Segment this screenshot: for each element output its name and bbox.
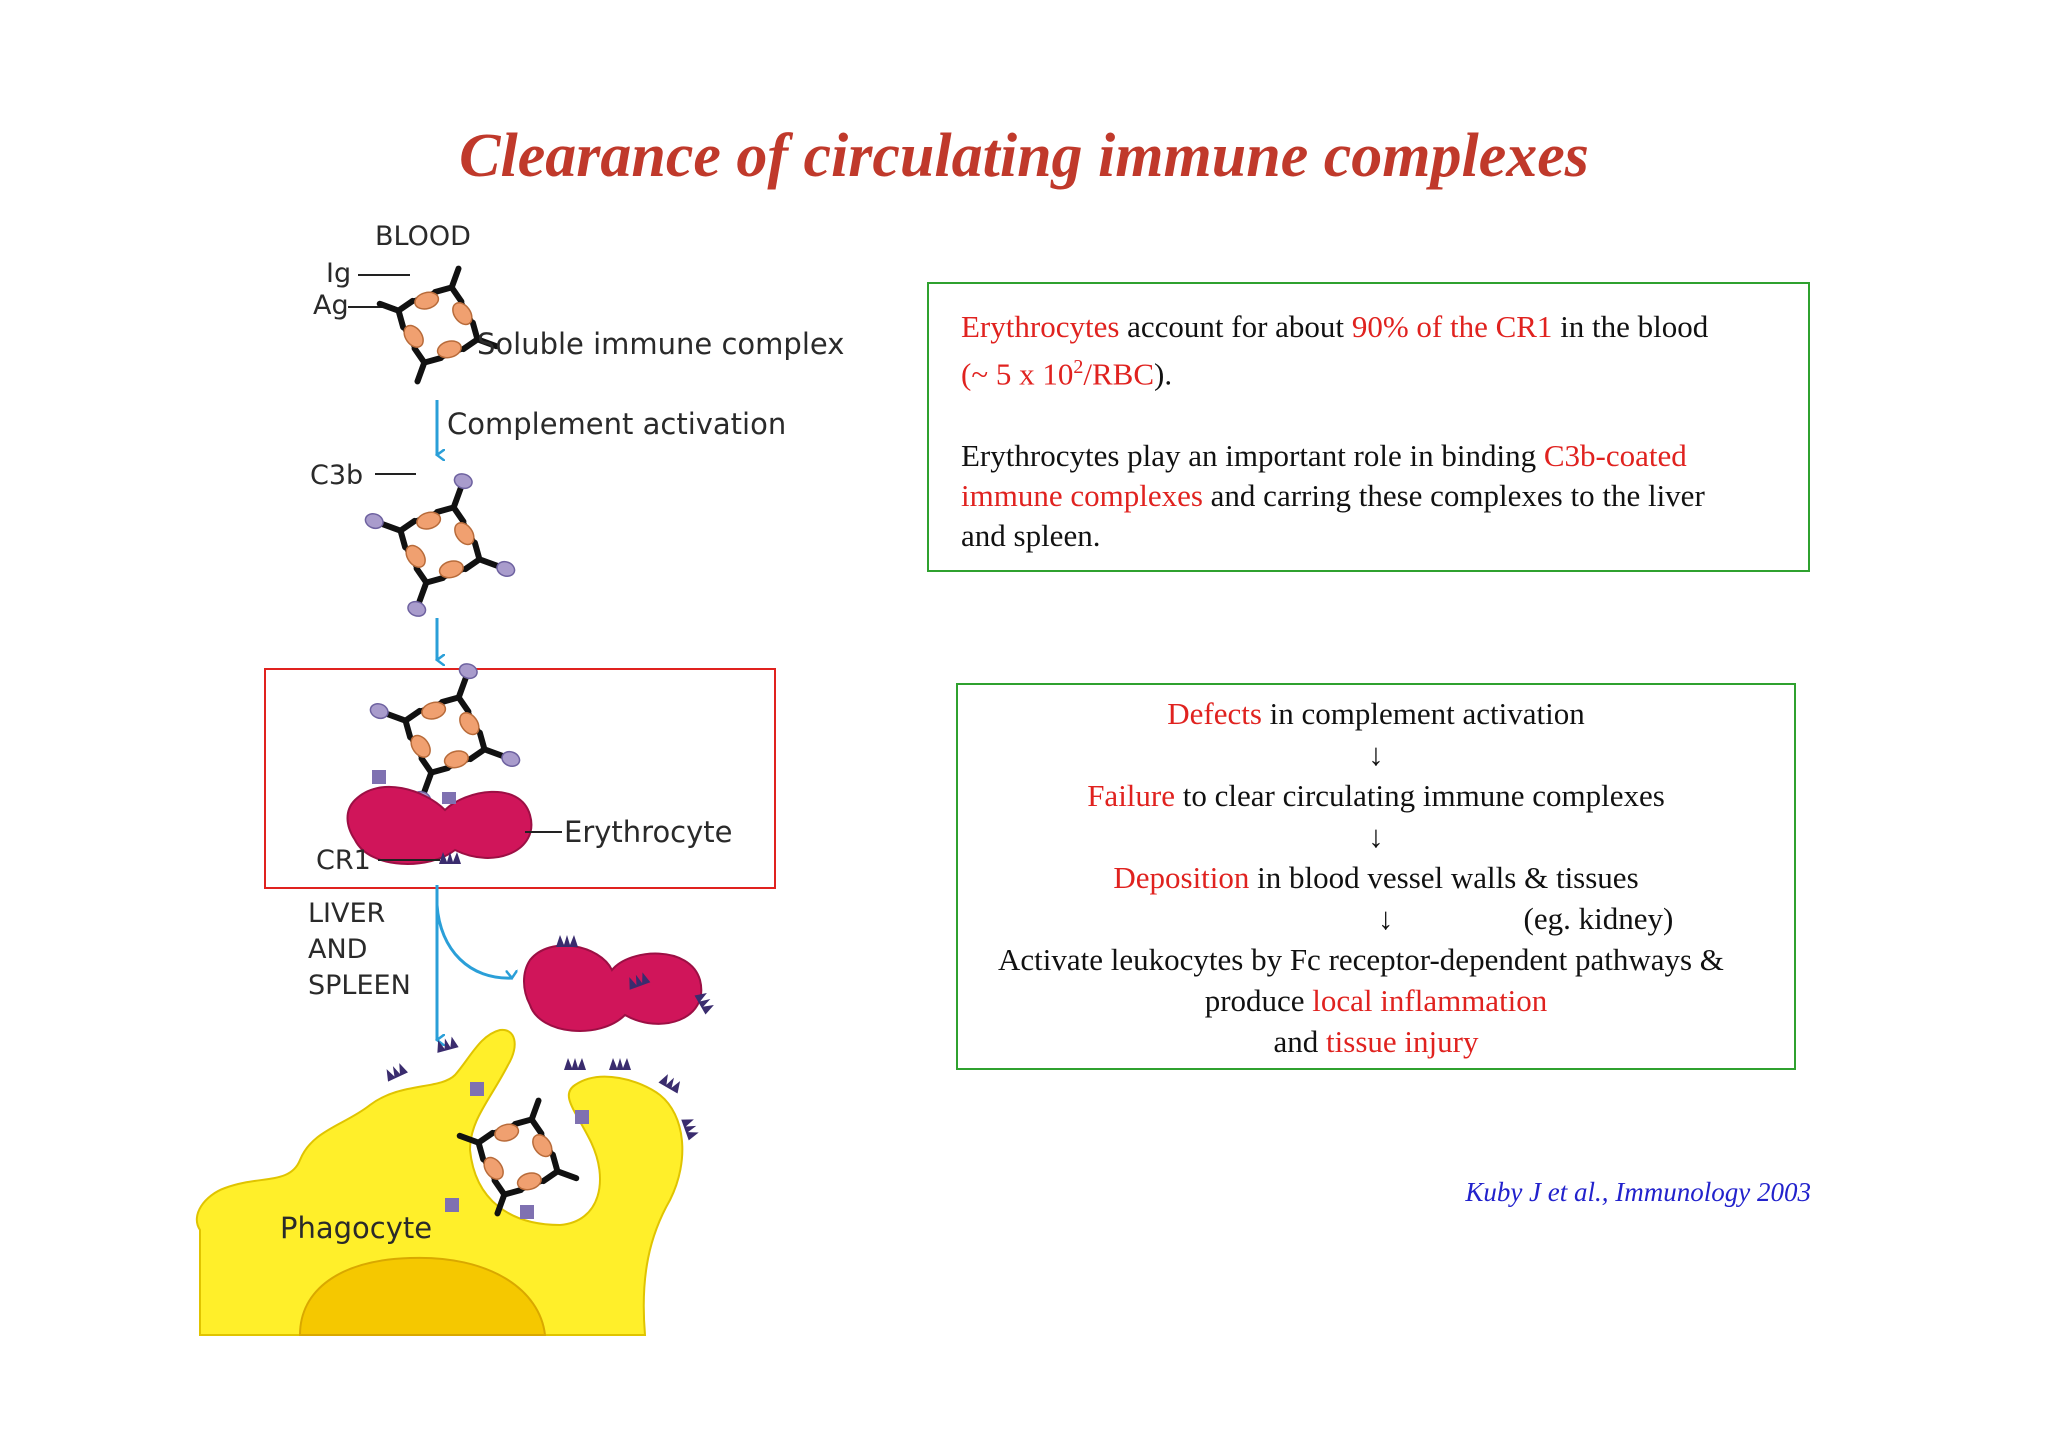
flow-step-injury: and tissue injury bbox=[1273, 1024, 1479, 1059]
flow-step-inflammation: produce local inflammation bbox=[1204, 983, 1548, 1018]
clearance-diagram: BLOOD Ig Ag Soluble immune complex Compl… bbox=[195, 221, 844, 1336]
erythrocyte-role-paragraph: Erythrocytes play an important role in b… bbox=[961, 438, 1705, 554]
and-label: AND bbox=[308, 934, 367, 965]
erythrocyte-binding-highlight bbox=[264, 668, 776, 889]
citation: Kuby J et al., Immunology 2003 bbox=[1465, 1177, 1811, 1207]
phagocyte-icon bbox=[195, 1028, 684, 1336]
flow-step-defects: Defects in complement activation bbox=[1167, 696, 1585, 731]
flow-arrow-3: ↓(eg. kidney) bbox=[1378, 901, 1674, 936]
complement-activation-label: Complement activation bbox=[447, 407, 786, 441]
nucleus-icon bbox=[298, 1256, 547, 1336]
c3b-label: C3b bbox=[310, 460, 363, 491]
liver-label: LIVER bbox=[308, 898, 385, 929]
erythrocyte-icon bbox=[346, 785, 533, 865]
soluble-immune-complex-icon bbox=[359, 247, 517, 402]
flow-step-deposition: Deposition in blood vessel walls & tissu… bbox=[1113, 860, 1639, 895]
cr1-label: CR1 bbox=[316, 845, 371, 876]
phagocyte-label: Phagocyte bbox=[280, 1211, 432, 1245]
erythrocyte-role-box: Erythrocytes account for about 90% of th… bbox=[927, 282, 1810, 572]
ig-label: Ig bbox=[326, 258, 351, 289]
cr1-percentage: 90% of the CR1 bbox=[1351, 309, 1553, 344]
blood-label: BLOOD bbox=[375, 221, 471, 252]
c3b-coated-complex-icon bbox=[340, 448, 540, 643]
spleen-label: SPLEEN bbox=[308, 970, 411, 1001]
released-erythrocyte-icon bbox=[523, 944, 703, 1032]
soluble-complex-label: Soluble immune complex bbox=[477, 327, 844, 361]
erythrocytes-term: Erythrocytes bbox=[961, 309, 1120, 344]
flow-arrow-1: ↓ bbox=[1368, 737, 1384, 772]
cr1-fact-paragraph: Erythrocytes account for about 90% of th… bbox=[961, 309, 1709, 392]
ag-label: Ag bbox=[313, 290, 349, 321]
kidney-example: (eg. kidney) bbox=[1523, 901, 1674, 936]
erythrocyte-label: Erythrocyte bbox=[564, 815, 733, 849]
flow-step-failure: Failure to clear circulating immune comp… bbox=[1087, 778, 1665, 813]
slide-title: Clearance of circulating immune complexe… bbox=[459, 122, 1589, 190]
flow-step-activate: Activate leukocytes by Fc receptor-depen… bbox=[998, 942, 1724, 977]
pathology-flow-box: Defects in complement activation ↓ Failu… bbox=[956, 683, 1796, 1070]
flow-arrow-2: ↓ bbox=[1368, 819, 1384, 854]
